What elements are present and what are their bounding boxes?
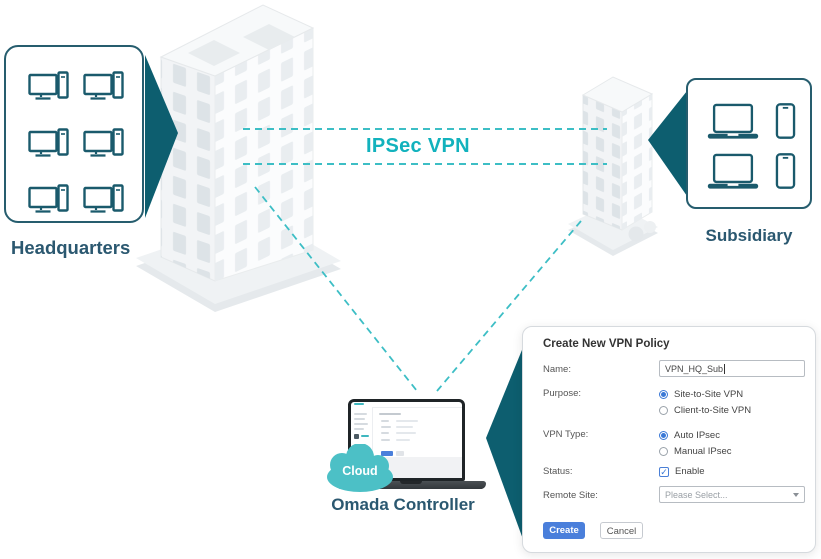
cancel-button[interactable]: Cancel [600,522,643,539]
subsidiary-box [686,78,812,209]
radio-selected-icon[interactable] [659,431,668,440]
radio-manual-ipsec[interactable]: Manual IPsec [659,446,732,457]
hq-building-graphic [136,4,341,312]
radio-selected-icon[interactable] [659,390,668,399]
radio-unselected-icon[interactable] [659,406,668,415]
radio-client-to-site-vpn[interactable]: Client-to-Site VPN [659,405,751,416]
subsidiary-callout-arrow [648,91,687,196]
ipsec-vpn-label: IPSec VPN [366,135,470,157]
name-input[interactable]: VPN_HQ_Sub [659,360,805,377]
checkbox-checked-icon[interactable]: ✓ [659,466,669,477]
dialog-title: Create New VPN Policy [543,338,670,350]
chevron-down-icon [793,492,799,497]
radio-label: Client-to-Site VPN [674,405,752,416]
desktop-monitor-icon [28,71,69,100]
radio-label: Site-to-Site VPN [674,389,744,400]
hq-controller-link-line [254,186,418,392]
create-vpn-policy-dialog: Create New VPN Policy Name: VPN_HQ_Sub P… [522,326,816,553]
text-cursor [724,363,726,374]
dialog-callout-arrow [486,345,524,542]
radio-label: Manual IPsec [674,446,732,457]
name-label: Name: [543,364,571,375]
cloud-badge-label: Cloud [342,464,378,478]
name-input-value: VPN_HQ_Sub [665,363,724,374]
subsidiary-controller-link-line [436,220,582,392]
remote-site-select[interactable]: Please Select... [659,486,805,503]
desktop-monitor-icon [83,127,124,157]
cloud-icon [327,444,393,492]
enable-checkbox-row[interactable]: ✓ Enable [659,466,705,477]
hq-callout-arrow [145,55,178,218]
controller-laptop-base [336,481,486,489]
status-label: Status: [543,466,573,477]
desktop-monitor-icon [83,71,124,100]
checkbox-label: Enable [675,466,705,477]
smartphone-icon [775,153,796,189]
laptop-icon [707,153,759,189]
radio-site-to-site-vpn[interactable]: Site-to-Site VPN [659,389,743,400]
vpn-type-label: VPN Type: [543,429,589,440]
subsidiary-building-graphic [568,76,658,256]
omada-controller-label: Omada Controller [331,495,475,514]
desktop-monitor-icon [28,127,69,157]
radio-auto-ipsec[interactable]: Auto IPsec [659,430,720,441]
radio-label: Auto IPsec [674,430,720,441]
headquarters-box [4,45,144,223]
remote-site-label: Remote Site: [543,490,598,501]
create-button[interactable]: Create [543,522,585,539]
purpose-label: Purpose: [543,388,582,399]
subsidiary-label: Subsidiary [705,226,793,245]
select-value: Please Select... [665,489,728,500]
desktop-monitor-icon [83,184,124,213]
desktop-monitor-icon [28,184,69,213]
laptop-icon [707,103,759,139]
smartphone-icon [775,103,796,139]
headquarters-label: Headquarters [11,237,131,258]
radio-unselected-icon[interactable] [659,447,668,456]
